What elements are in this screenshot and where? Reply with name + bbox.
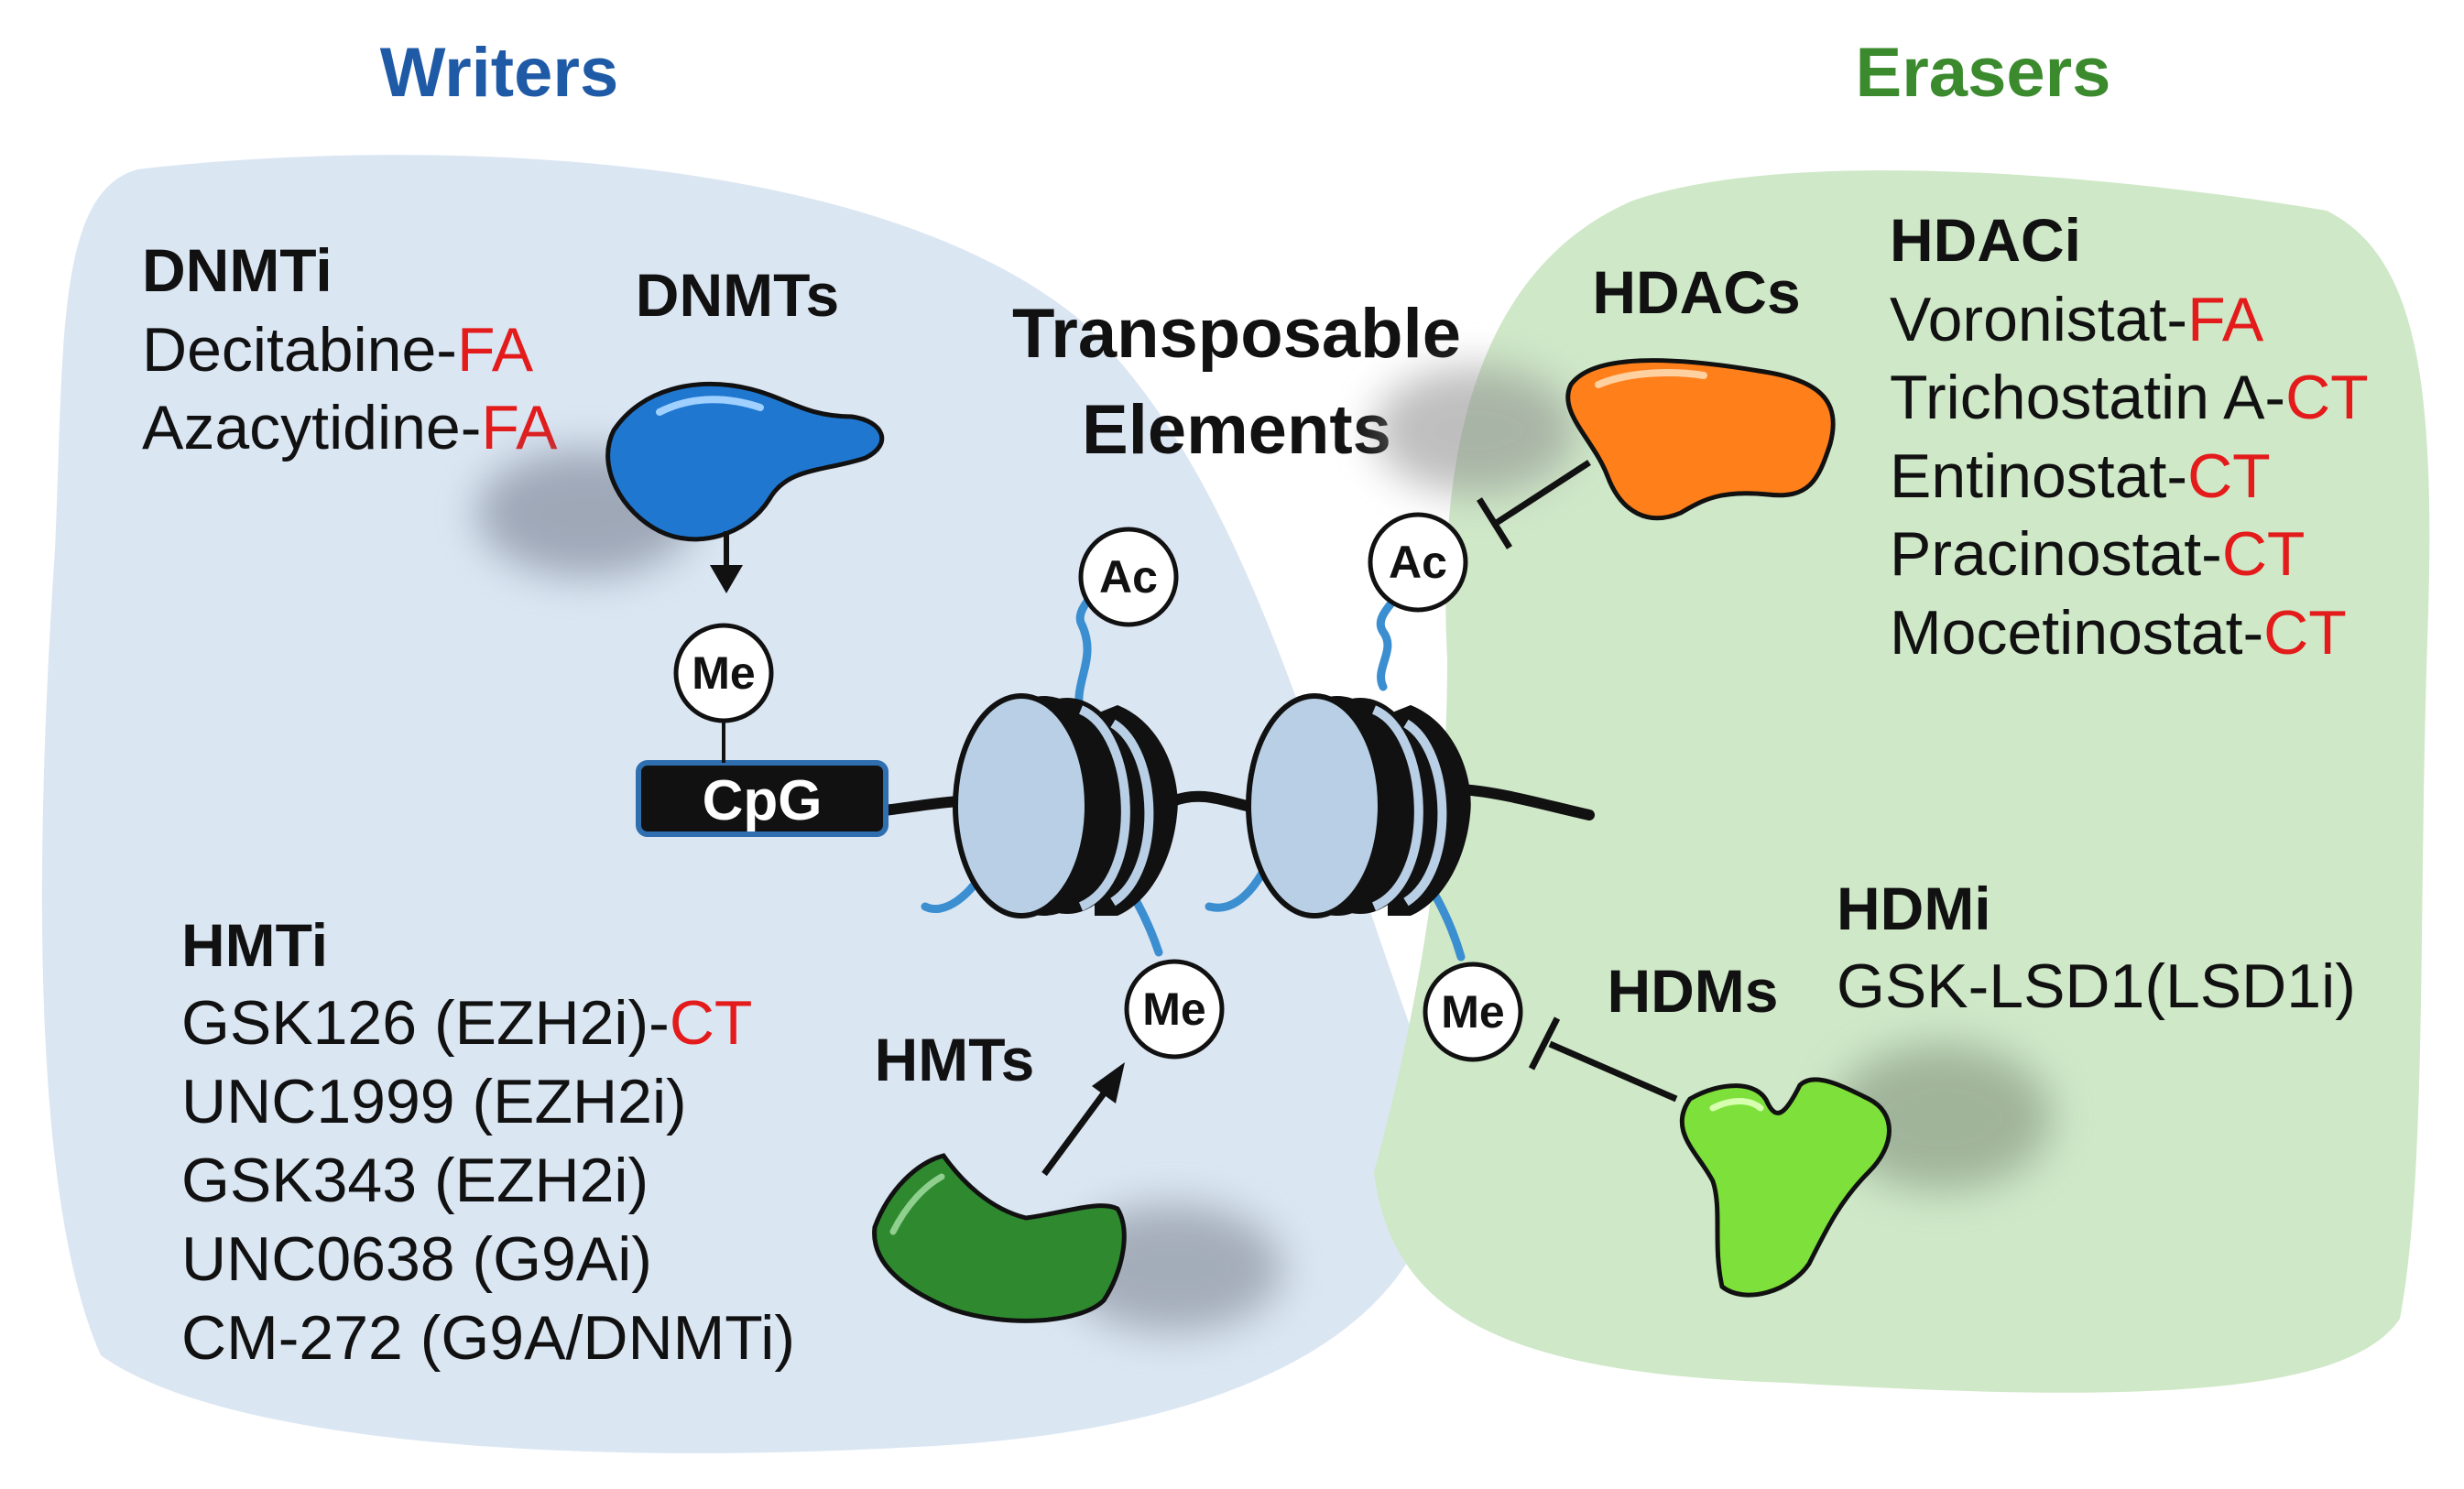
cpg-label: CpG — [703, 769, 823, 832]
hdmi-title: HDMi — [1837, 875, 1991, 942]
cpg-methyl-label: Me — [692, 647, 755, 699]
left-histone-methyl-mark — [1124, 959, 1225, 1060]
right-histone-methyl-mark — [1423, 962, 1523, 1062]
hdm-inhibition-bar — [1528, 1016, 1561, 1071]
right-acetyl-label: Ac — [1389, 537, 1447, 588]
writers-heading: Writers — [380, 34, 618, 112]
right-acetyl-mark — [1368, 512, 1468, 613]
hdacs-highlight — [1595, 369, 1707, 388]
dnmti-drug-2: Azacytidine-FA — [142, 393, 558, 462]
right-ac-tail — [1376, 591, 1401, 691]
hmti-drug-4: UNC0638 (G9Ai) — [181, 1224, 652, 1294]
hdacs-label: HDACs — [1592, 258, 1800, 326]
hdmi-drug-1: GSK-LSD1(LSD1i) — [1837, 951, 2356, 1021]
dnmts-highlight — [656, 396, 764, 416]
hmt-arrow-head — [1092, 1062, 1125, 1103]
hmti-drug-2: UNC1999 (EZH2i) — [181, 1067, 687, 1136]
nucleosome-left — [953, 693, 1178, 918]
cpg-box — [636, 760, 889, 837]
hdaci-drug-3: Entinostat-CT — [1890, 441, 2271, 511]
hdms-shadow — [1832, 1044, 2052, 1190]
hmts-highlight — [889, 1173, 945, 1235]
hdms-highlight — [1709, 1098, 1764, 1112]
hdac-inhibition-line — [1493, 460, 1591, 527]
hdms-label: HDMs — [1607, 957, 1778, 1025]
right-lower-tail — [1205, 865, 1269, 912]
hdm-inhibition-line — [1548, 1040, 1678, 1103]
hdac-inhibition-bar — [1477, 497, 1512, 549]
hmti-drug-1: GSK126 (EZH2i)-CT — [181, 988, 752, 1058]
dnmts-label: DNMTs — [636, 261, 839, 329]
left-acetyl-mark — [1078, 527, 1179, 627]
cpg-methyl-mark — [673, 623, 774, 723]
center-title-line2: Elements — [1082, 391, 1391, 469]
hmts-label: HMTs — [875, 1026, 1035, 1093]
hdaci-drug-5: Mocetinostat-CT — [1890, 598, 2347, 668]
right-histone-methyl-label: Me — [1441, 986, 1504, 1038]
hmts-enzyme — [872, 1153, 1127, 1323]
hmti-drug-5: CM-272 (G9A/DNMTi) — [181, 1303, 795, 1373]
hmt-arrow-shaft — [1041, 1087, 1109, 1177]
hdacs-enzyme — [1565, 358, 1836, 521]
hdacs-shadow — [1374, 366, 1575, 495]
dnmt-arrow-head — [710, 565, 743, 593]
left-histone-methyl-label: Me — [1142, 984, 1205, 1035]
center-title-line1: Transposable — [1012, 295, 1461, 373]
dnmts-enzyme — [605, 381, 885, 542]
hmti-title: HMTi — [181, 911, 328, 979]
hdaci-drug-4: Pracinostat-CT — [1890, 519, 2305, 589]
hdms-enzyme — [1679, 1077, 1892, 1298]
hmti-drug-3: GSK343 (EZH2i) — [181, 1146, 649, 1215]
dnmti-title: DNMTi — [142, 236, 333, 304]
hdaci-title: HDACi — [1890, 206, 2081, 274]
left-acetyl-label: Ac — [1099, 551, 1158, 603]
erasers-heading: Erasers — [1856, 34, 2111, 112]
dnmti-drug-1: Decitabine-FA — [142, 315, 534, 385]
hdaci-drug-1: Voronistat-FA — [1890, 285, 2264, 354]
hdaci-drug-2: Trichostatin A-CT — [1890, 363, 2369, 432]
nucleosome-right — [1246, 693, 1471, 918]
